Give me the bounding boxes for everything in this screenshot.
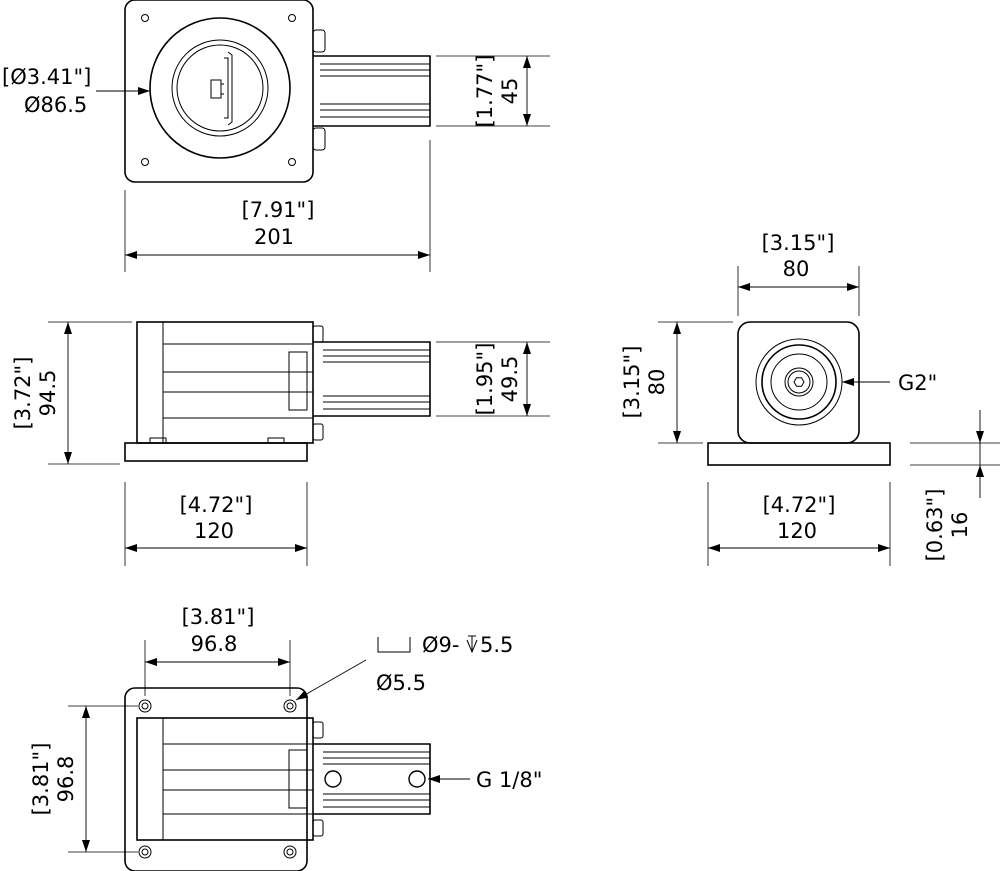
g18-port-label: G 1/8" [476,768,542,792]
hole-dia-label: Ø5.5 [376,671,426,695]
bottom-base-plate [124,687,308,871]
depth-symbol [466,635,478,654]
counterbore-symbol [377,637,411,653]
base-thickness-mm: 16 [948,512,972,539]
bottom-height-inch: [3.81"] [29,743,53,816]
counterbore-depth: 5.5 [480,633,513,657]
top-view: [Ø3.41"] Ø86.5 [1.77"] 45 [7.91"] 201 [2,0,550,272]
top-height-mm: 45 [498,78,522,105]
side-width-mm: 120 [194,519,234,543]
side-view: [3.72"] 94.5 [1.95"] 49.5 [4.72"] 120 [11,321,550,566]
bore-dia-mm: Ø86.5 [24,93,87,117]
side-height-mm: 94.5 [36,370,60,417]
end-view: G2" [3.15"] 80 [3.15"] 80 [4.72"] 120 [0… [620,231,1000,566]
top-mounting-plate [124,0,314,183]
bore-outer-circle [149,17,291,159]
hole-spacing-mm: 96.8 [191,632,238,656]
length-mm: 201 [254,225,294,249]
g2-port-label: G2" [898,371,937,395]
side-height-inch: [3.72"] [11,357,35,430]
end-height-inch: [3.15"] [620,346,644,419]
side-base-plate [124,442,308,462]
end-width-inch: [3.15"] [762,231,835,255]
bottom-view: G 1/8" [3.81"] 96.8 [3.81"] 96.8 Ø9- 5.5… [29,605,542,871]
g2-port-circle [761,344,837,420]
end-body [737,321,860,444]
end-base-width-inch: [4.72"] [763,493,836,517]
bottom-height-mm: 96.8 [54,756,78,803]
bottom-body [136,717,314,841]
hole-spacing-inch: [3.81"] [182,605,255,629]
end-height-mm: 80 [645,369,669,396]
counterbore-spec: Ø9- [422,633,459,657]
length-inch: [7.91"] [242,198,315,222]
side-width-inch: [4.72"] [180,493,253,517]
g18-port-left [324,770,342,788]
g18-port-right [408,770,426,788]
top-height-inch: [1.77"] [473,55,497,128]
rail-height-mm: 49.5 [498,356,522,403]
side-body [136,321,314,444]
base-thickness-inch: [0.63"] [923,489,947,562]
rail-height-inch: [1.95"] [473,343,497,416]
end-base-width-mm: 120 [777,519,817,543]
end-width-mm: 80 [783,257,810,281]
end-base-plate [707,442,891,466]
bore-dia-inch: [Ø3.41"] [2,65,91,89]
